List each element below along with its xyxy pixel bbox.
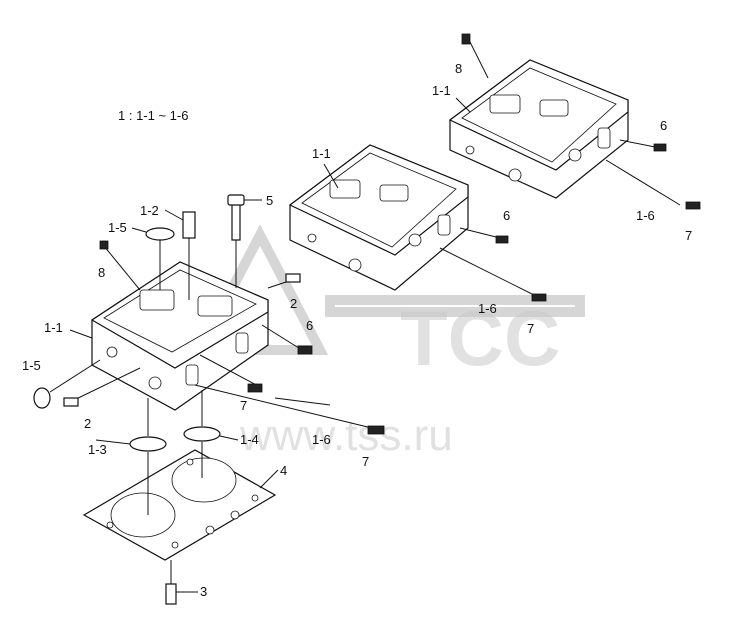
head-gasket-4 bbox=[82, 449, 277, 561]
label-top-right-1-1: 1-1 bbox=[432, 83, 451, 98]
label-8: 8 bbox=[98, 265, 105, 280]
liner-1-4 bbox=[183, 426, 221, 442]
label-1-2: 1-2 bbox=[140, 203, 159, 218]
label-top-right-6: 6 bbox=[660, 118, 667, 133]
watermark-brand: TCC bbox=[400, 294, 560, 382]
label-4: 4 bbox=[280, 463, 287, 478]
label-1-1: 1-1 bbox=[44, 320, 63, 335]
label-top-right-7: 7 bbox=[685, 228, 692, 243]
liner-1-3 bbox=[129, 436, 167, 452]
label-middle-1-1: 1-1 bbox=[312, 146, 331, 161]
label-5: 5 bbox=[266, 193, 273, 208]
label-top-right-8: 8 bbox=[455, 61, 462, 76]
cylinder-head-top-right bbox=[448, 33, 629, 199]
label-1-5-top: 1-5 bbox=[108, 220, 127, 235]
cylinder-head-main bbox=[90, 261, 269, 411]
label-1-6: 1-6 bbox=[312, 432, 331, 447]
label-top-right-1-6: 1-6 bbox=[636, 208, 655, 223]
legend-text: 1 : 1-1 ~ 1-6 bbox=[118, 108, 188, 123]
label-2-left: 2 bbox=[84, 416, 91, 431]
label-1-5-left: 1-5 bbox=[22, 358, 41, 373]
label-6: 6 bbox=[306, 318, 313, 333]
label-middle-1-6: 1-6 bbox=[478, 301, 497, 316]
label-1-3: 1-3 bbox=[88, 442, 107, 457]
label-2-top: 2 bbox=[290, 296, 297, 311]
seal-1-5-top bbox=[145, 227, 175, 241]
seal-1-5-left bbox=[33, 387, 51, 409]
watermark: TCC www.tss.ru bbox=[191, 224, 585, 460]
sleeve-1-2 bbox=[182, 211, 196, 239]
label-middle-6: 6 bbox=[503, 208, 510, 223]
label-1-4: 1-4 bbox=[240, 432, 259, 447]
watermark-site: www.tss.ru bbox=[239, 411, 453, 460]
cylinder-head-middle bbox=[288, 144, 469, 291]
label-3: 3 bbox=[200, 584, 207, 599]
label-7-bottom: 7 bbox=[362, 454, 369, 469]
label-middle-7: 7 bbox=[527, 321, 534, 336]
label-7: 7 bbox=[240, 398, 247, 413]
dowel-3 bbox=[165, 583, 177, 605]
